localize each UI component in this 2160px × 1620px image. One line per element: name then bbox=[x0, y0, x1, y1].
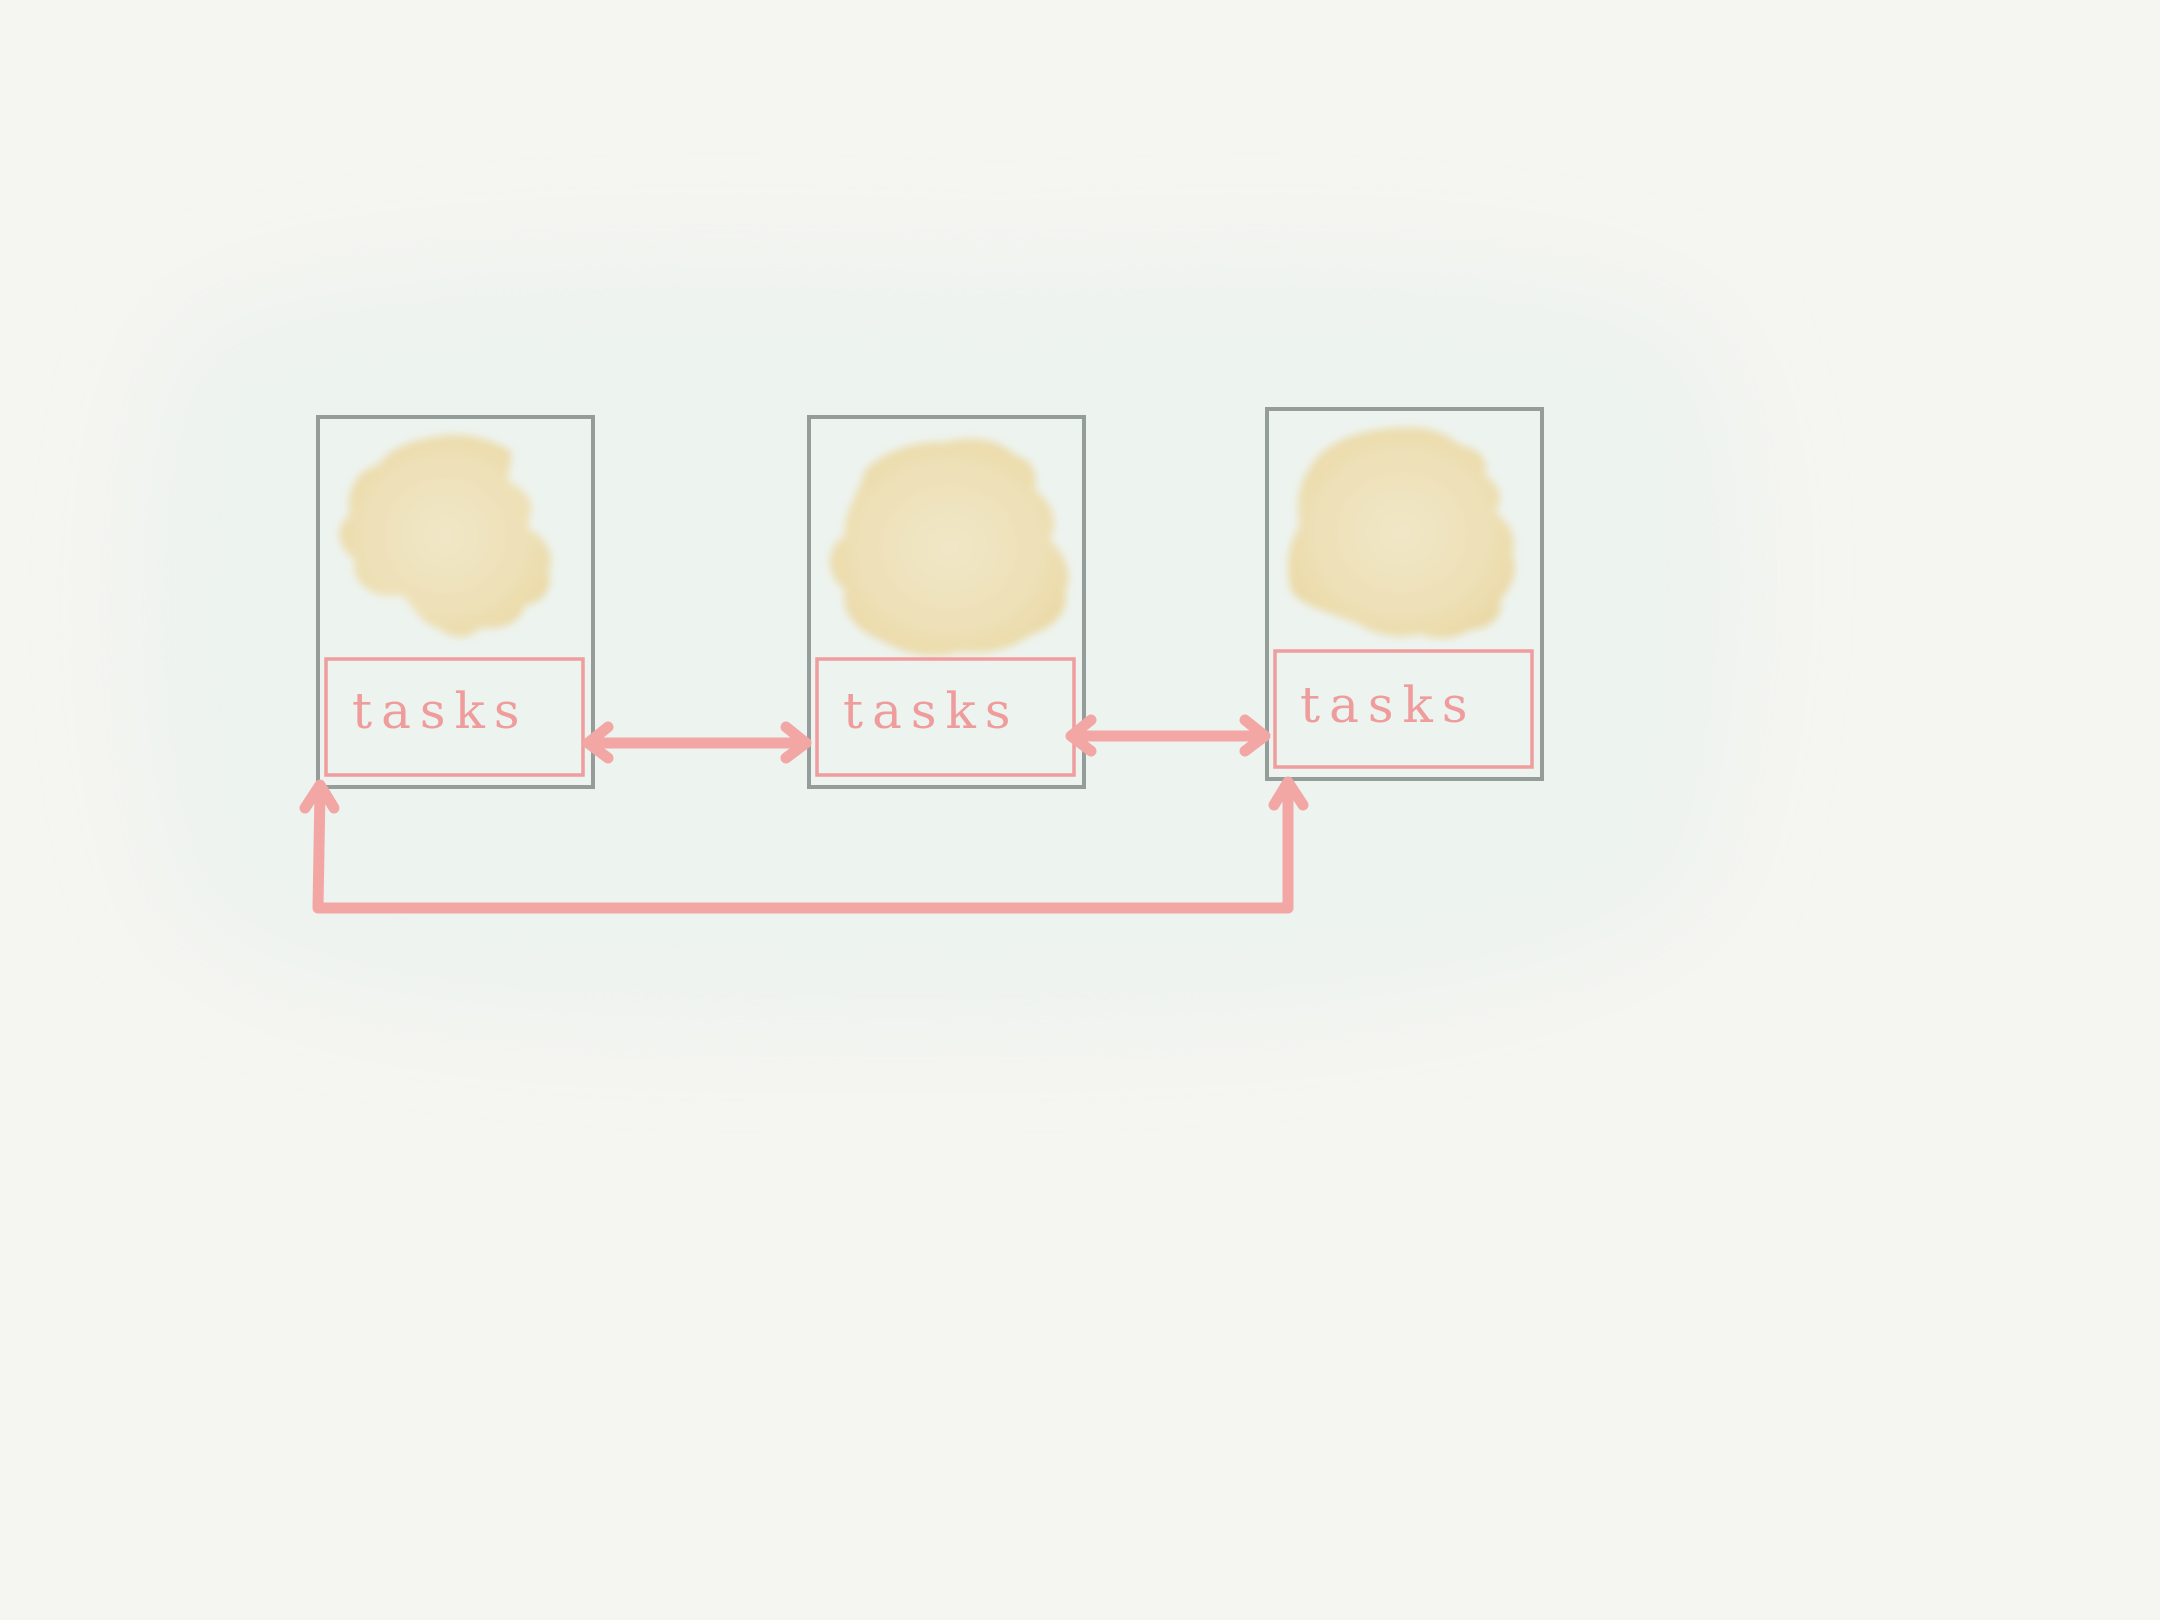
arrowhead-up-left bbox=[299, 779, 340, 814]
node-frame bbox=[807, 415, 1086, 789]
node-card-1: tasks bbox=[316, 415, 595, 789]
connector-node1-node3-bottom bbox=[299, 776, 1309, 914]
arrowhead-up-right bbox=[1268, 776, 1309, 811]
node-frame bbox=[1265, 407, 1544, 781]
arrowhead-right bbox=[1239, 714, 1271, 757]
yellow-blob bbox=[830, 438, 1069, 656]
task-label: tasks bbox=[1300, 676, 1477, 734]
yellow-blob bbox=[1288, 427, 1515, 639]
task-box bbox=[815, 657, 1076, 777]
node-frame bbox=[316, 415, 595, 789]
task-box bbox=[1273, 649, 1534, 769]
arrowhead-left bbox=[582, 721, 614, 764]
connector-node2-node3 bbox=[1065, 714, 1271, 757]
task-label: tasks bbox=[352, 682, 529, 740]
node-card-3: tasks bbox=[1265, 407, 1544, 781]
node-card-2: tasks bbox=[807, 415, 1086, 789]
yellow-blob bbox=[339, 434, 551, 637]
arrowhead-right bbox=[780, 721, 812, 764]
connector-node1-node2 bbox=[582, 721, 812, 764]
task-box bbox=[324, 657, 585, 777]
task-label: tasks bbox=[843, 682, 1020, 740]
arrowhead-left bbox=[1065, 714, 1097, 757]
